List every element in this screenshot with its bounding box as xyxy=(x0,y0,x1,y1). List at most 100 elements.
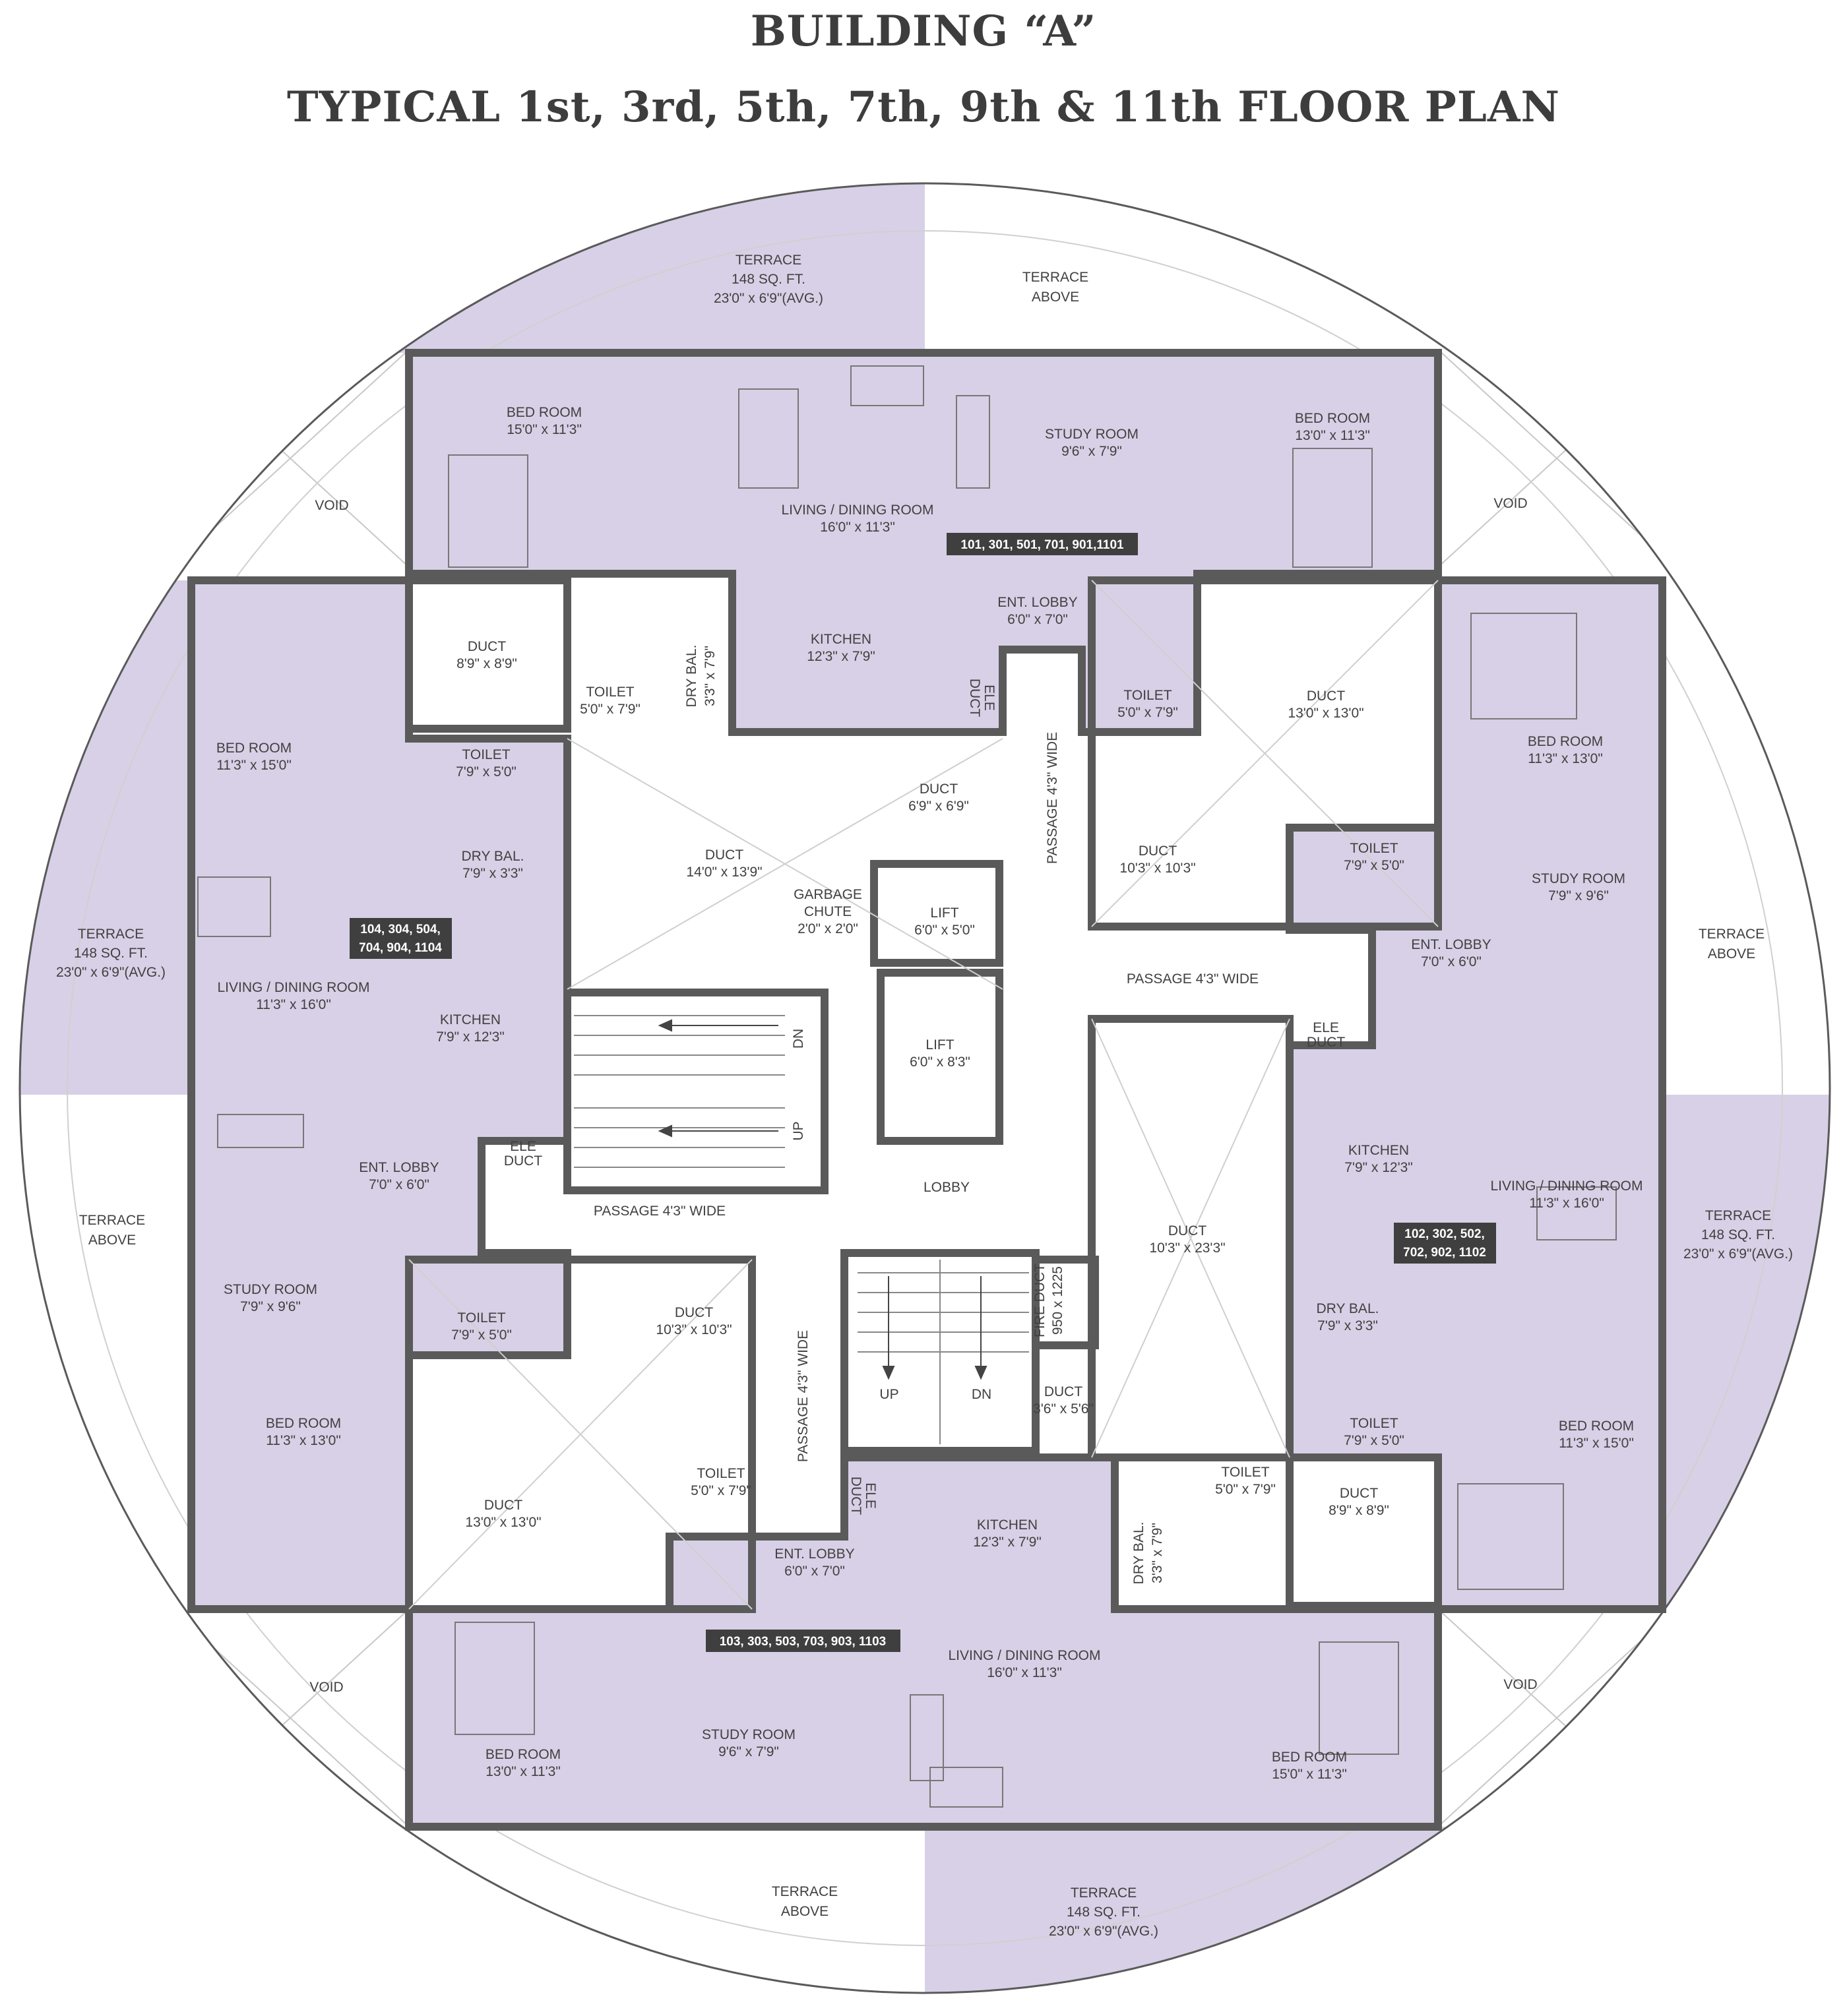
flat-a-bed1-size: 15'0" x 11'3" xyxy=(507,422,582,437)
duct-room-se xyxy=(1286,1453,1442,1610)
passage-east-label: PASSAGE 4'3" WIDE xyxy=(1127,971,1259,987)
fire-duct-label: FIRE DUCT xyxy=(1032,1264,1048,1337)
ele-duct-east-sub: DUCT xyxy=(1307,1035,1345,1050)
flat-b-toilet2-size: 7'9" x 5'0" xyxy=(1344,1433,1404,1448)
flat-a-entlobby-label: ENT. LOBBY xyxy=(997,595,1077,610)
duct-room-ne xyxy=(1088,576,1442,931)
flat-c-bed1-size: 13'0" x 11'3" xyxy=(485,1764,561,1779)
flat-a-study-size: 9'6" x 7'9" xyxy=(1061,444,1122,459)
flat-d-entlobby-size: 7'0" x 6'0" xyxy=(369,1177,429,1192)
flat-b-toilet1-size: 7'9" x 5'0" xyxy=(1344,858,1404,873)
lobby-label: LOBBY xyxy=(924,1180,970,1195)
svg-text:702, 902, 1102: 702, 902, 1102 xyxy=(1403,1246,1486,1260)
terrace-east-purple xyxy=(1662,1095,1830,1609)
flat-c-terrace-area: 148 SQ. FT. xyxy=(1067,1905,1141,1920)
duct-room-nw xyxy=(405,576,571,733)
flat-b-living-size: 11'3" x 16'0" xyxy=(1529,1196,1604,1211)
duct-se-label: DUCT xyxy=(1340,1486,1378,1501)
flat-d-toilet2-size: 7'9" x 5'0" xyxy=(451,1328,512,1343)
ele-duct-east-label: ELE xyxy=(1313,1020,1339,1035)
flat-c-drybal-label: DRY BAL. xyxy=(1131,1522,1146,1585)
flat-b-study-label: STUDY ROOM xyxy=(1532,871,1625,886)
stair-west-dn: DN xyxy=(791,1029,806,1049)
duct-top-size: 6'9" x 6'9" xyxy=(908,799,969,814)
terrace-above-west-sub: ABOVE xyxy=(88,1233,136,1248)
flat-a-living-label: LIVING / DINING ROOM xyxy=(781,503,933,518)
flat-d-drybal-label: DRY BAL. xyxy=(462,849,524,864)
flat-b-bed1-size: 11'3" x 13'0" xyxy=(1528,751,1603,766)
terrace-above-south-sub: ABOVE xyxy=(781,1904,829,1919)
flat-c-kitchen-label: KITCHEN xyxy=(977,1517,1038,1533)
flat-a-entlobby-size: 6'0" x 7'0" xyxy=(1007,612,1068,627)
terrace-north-purple xyxy=(396,183,925,353)
terrace-above-west-label: TERRACE xyxy=(79,1213,145,1228)
flat-b-entlobby-label: ENT. LOBBY xyxy=(1411,937,1491,952)
flat-c-toilet2-size: 5'0" x 7'9" xyxy=(1215,1482,1276,1497)
duct-long-label: DUCT xyxy=(1168,1223,1206,1238)
flat-a-toilet2-size: 5'0" x 7'9" xyxy=(1117,705,1178,720)
duct-mid-sw-size: 10'3" x 10'3" xyxy=(656,1322,732,1337)
void-ne: VOID xyxy=(1493,496,1527,511)
terrace-above-north-sub: ABOVE xyxy=(1032,290,1079,305)
svg-text:101, 301, 501, 701, 901,1101: 101, 301, 501, 701, 901,1101 xyxy=(960,538,1124,552)
flat-d-toilet2-label: TOILET xyxy=(457,1310,505,1326)
ele-duct-south-sub: DUCT xyxy=(848,1477,863,1515)
svg-text:102, 302, 502,: 102, 302, 502, xyxy=(1404,1227,1485,1241)
flat-b-bed1-label: BED ROOM xyxy=(1528,734,1603,749)
flat-d-bed2-label: BED ROOM xyxy=(266,1416,341,1431)
flat-b-study-size: 7'9" x 9'6" xyxy=(1548,888,1609,903)
svg-text:103, 303, 503, 703, 903, 1103: 103, 303, 503, 703, 903, 1103 xyxy=(720,1635,887,1649)
garbage-chute-size: 2'0" x 2'0" xyxy=(798,921,858,936)
garbage-chute-label: GARBAGE xyxy=(794,887,862,902)
ele-duct-west-sub: DUCT xyxy=(504,1153,542,1169)
duct-center-label: DUCT xyxy=(705,847,743,863)
flat-c-living-size: 16'0" x 11'3" xyxy=(987,1665,1062,1680)
flat-a-toilet1-size: 5'0" x 7'9" xyxy=(580,702,641,717)
flat-d-bed1-label: BED ROOM xyxy=(216,741,292,756)
void-se: VOID xyxy=(1503,1677,1537,1692)
flat-c-drybal-size: 3'3" x 7'9" xyxy=(1150,1523,1165,1583)
flat-b-terrace-area: 148 SQ. FT. xyxy=(1701,1227,1775,1242)
flat-c-bed2-size: 15'0" x 11'3" xyxy=(1272,1767,1347,1782)
svg-text:704, 904, 1104: 704, 904, 1104 xyxy=(359,941,442,955)
flat-c-kitchen-size: 12'3" x 7'9" xyxy=(973,1535,1042,1550)
flat-c-living-label: LIVING / DINING ROOM xyxy=(948,1648,1100,1663)
flat-a-terrace-label: TERRACE xyxy=(736,253,801,268)
void-sw: VOID xyxy=(309,1680,343,1695)
stair-south xyxy=(840,1249,1040,1455)
flat-d-tag: 104, 304, 504, 704, 904, 1104 xyxy=(350,918,452,959)
flat-c-tag: 103, 303, 503, 703, 903, 1103 xyxy=(706,1630,900,1652)
lift-2-label: LIFT xyxy=(925,1037,954,1053)
duct-se-size: 8'9" x 8'9" xyxy=(1329,1503,1389,1518)
flat-b-entlobby-size: 7'0" x 6'0" xyxy=(1421,954,1482,969)
flat-b-terrace-size: 23'0" x 6'9"(AVG.) xyxy=(1683,1246,1793,1262)
flat-b-bed2-label: BED ROOM xyxy=(1559,1419,1634,1434)
duct-mid-ne-label: DUCT xyxy=(1139,843,1177,859)
flat-d-drybal-size: 7'9" x 3'3" xyxy=(462,866,523,881)
duct-ne-size: 13'0" x 13'0" xyxy=(1288,706,1363,721)
duct-mid-ne-size: 10'3" x 10'3" xyxy=(1119,861,1195,876)
terrace-west-purple xyxy=(20,580,191,1095)
flat-a-kitchen-label: KITCHEN xyxy=(811,632,871,647)
lift-1-label: LIFT xyxy=(930,905,958,921)
flat-c-toilet1-label: TOILET xyxy=(697,1466,745,1481)
terrace-above-south-label: TERRACE xyxy=(772,1884,838,1899)
flat-c-terrace-label: TERRACE xyxy=(1071,1885,1137,1901)
inner-circle-line xyxy=(67,230,1783,1946)
flat-b-kitchen-label: KITCHEN xyxy=(1348,1143,1409,1158)
stair-south-dn: DN xyxy=(972,1387,991,1402)
flat-d-study-size: 7'9" x 9'6" xyxy=(240,1299,301,1314)
stair-west xyxy=(563,989,829,1194)
duct-sw-label: DUCT xyxy=(484,1498,522,1513)
flat-d-terrace-size: 23'0" x 6'9"(AVG.) xyxy=(56,965,166,980)
flat-a-tag: 101, 301, 501, 701, 901,1101 xyxy=(947,533,1138,555)
flat-a-terrace-size: 23'0" x 6'9"(AVG.) xyxy=(714,291,823,306)
duct-long xyxy=(1088,1015,1294,1461)
passage-west-label: PASSAGE 4'3" WIDE xyxy=(594,1204,726,1219)
flat-a-drybal-size: 3'3" x 7'9" xyxy=(703,646,718,706)
outer-circle xyxy=(18,182,1831,1994)
flat-a-bed2-size: 13'0" x 11'3" xyxy=(1295,428,1370,443)
duct-top-label: DUCT xyxy=(920,781,958,797)
flat-d-bed2-size: 11'3" x 13'0" xyxy=(266,1433,341,1448)
fire-duct-size: 950 x 1225 xyxy=(1050,1266,1065,1335)
